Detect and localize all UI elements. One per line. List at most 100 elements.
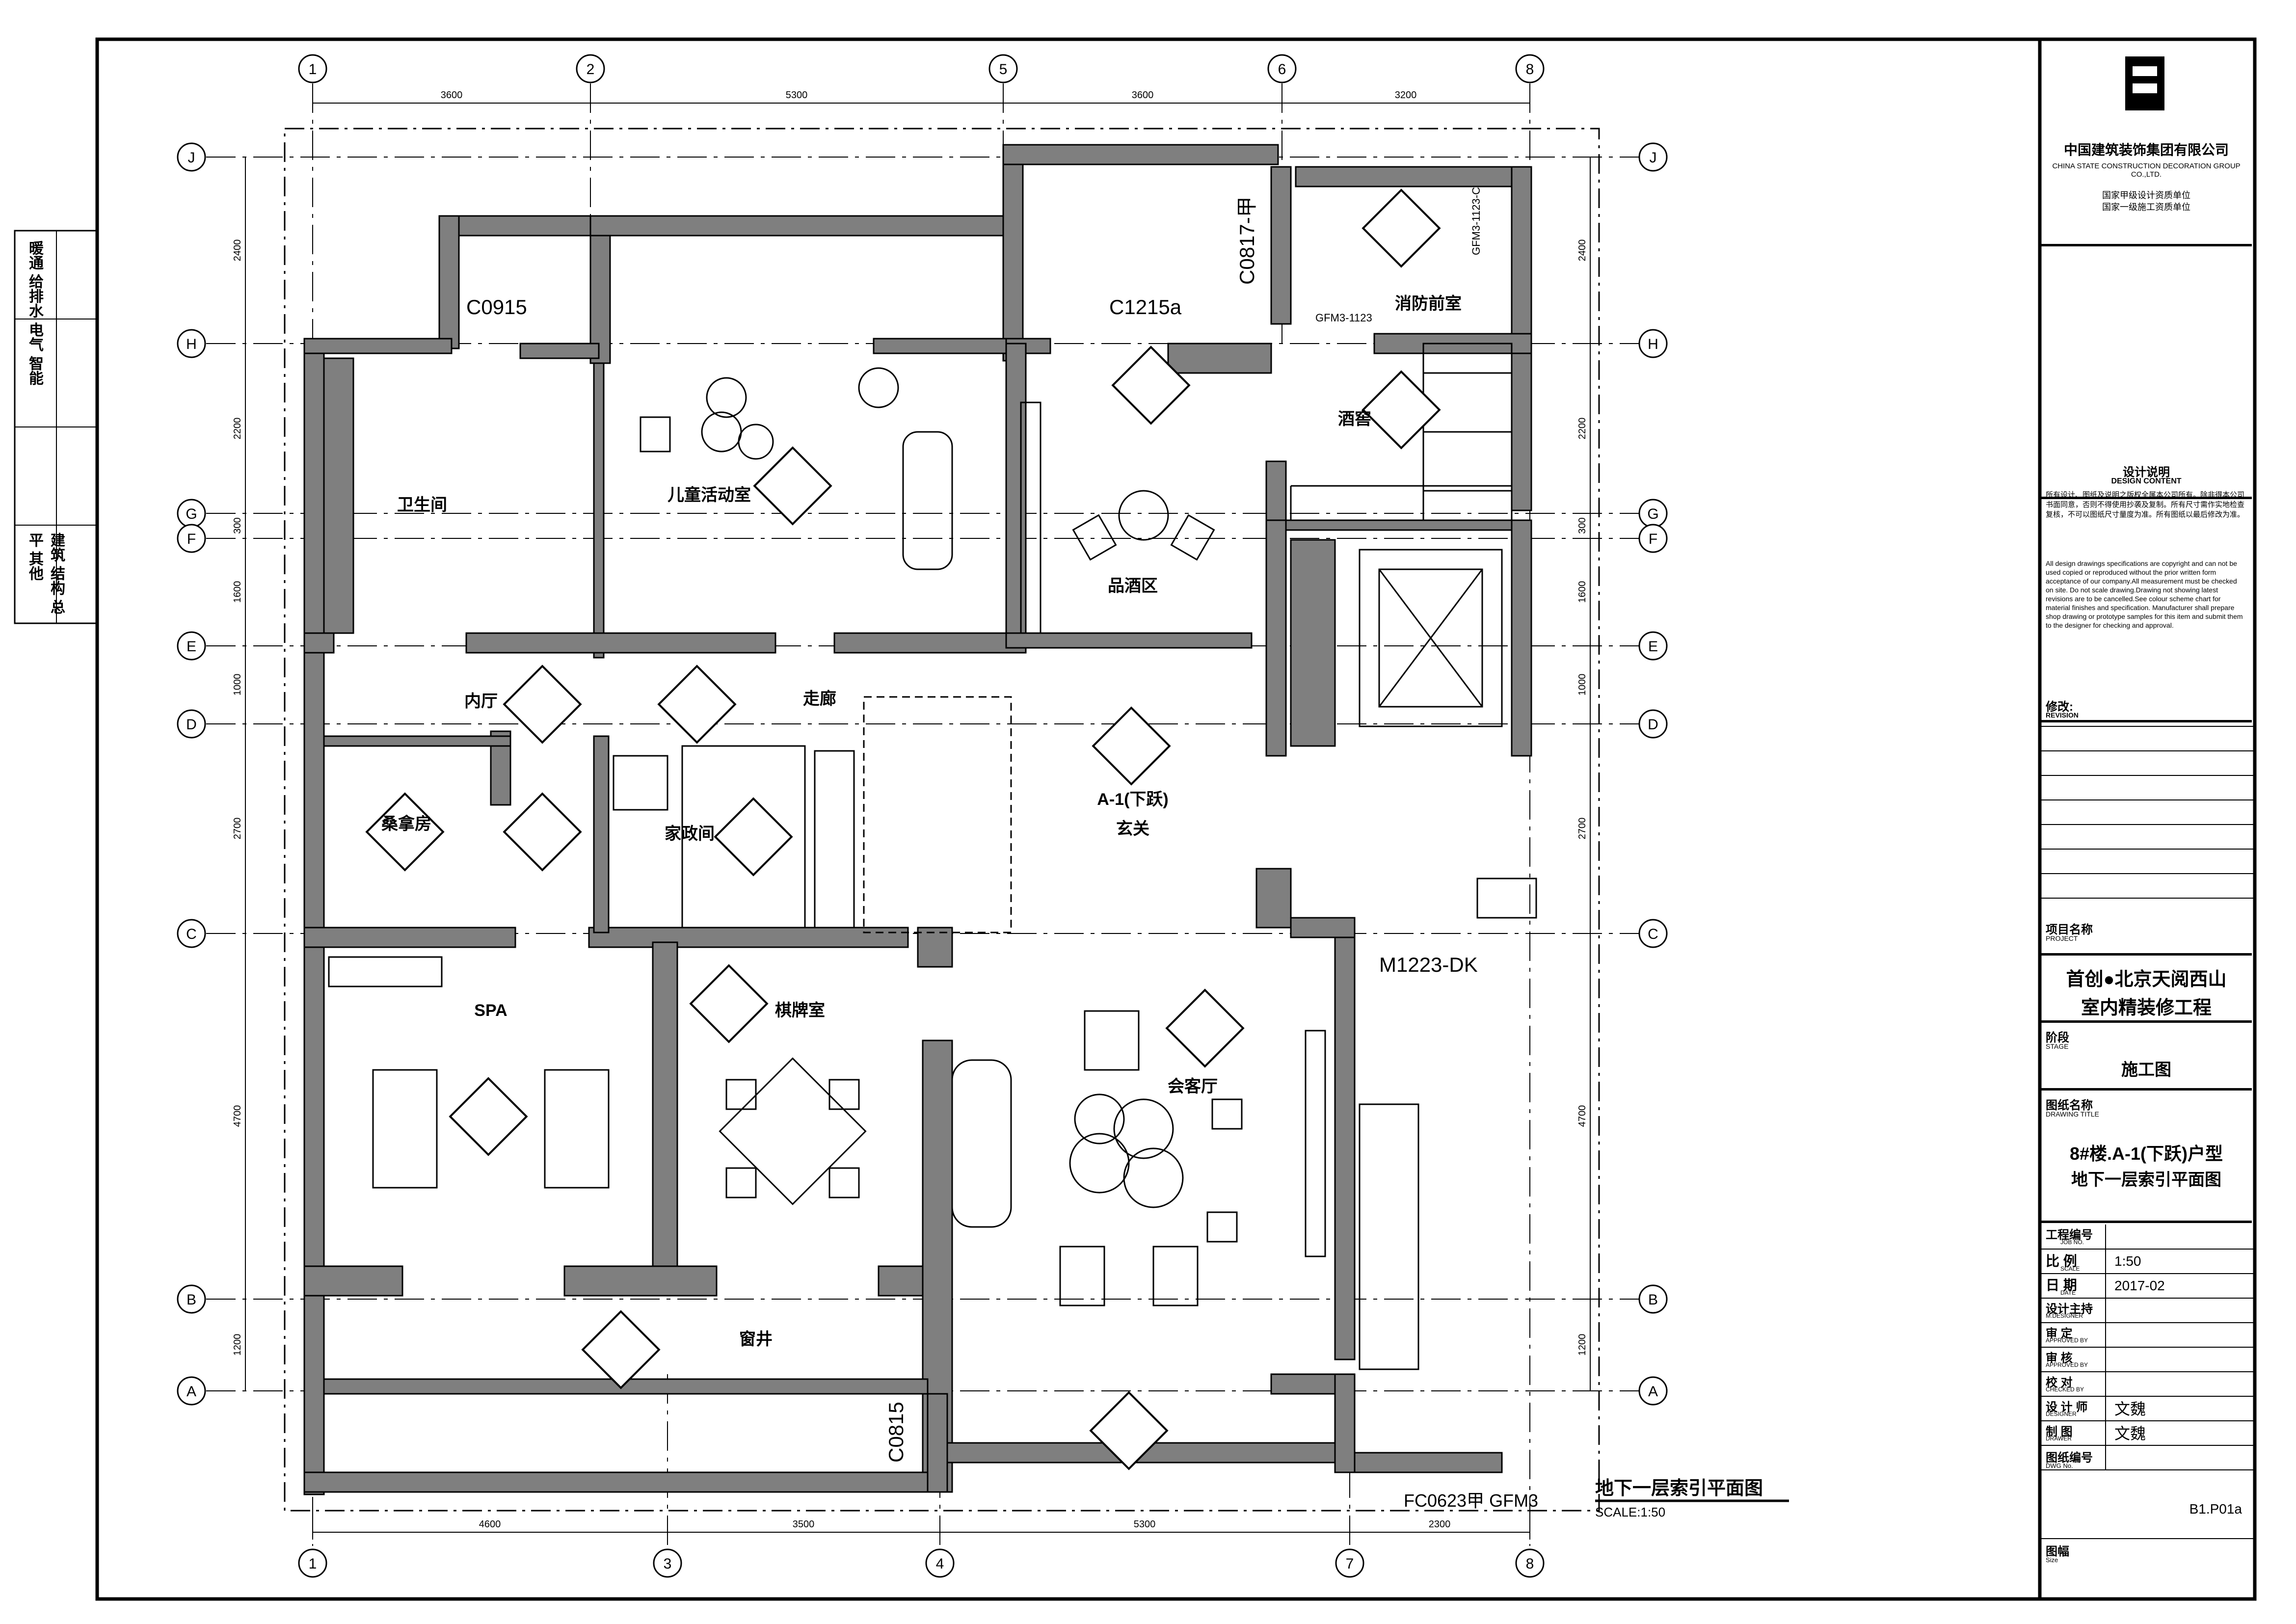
approved2-en: APPROVED BY bbox=[2046, 1361, 2088, 1368]
dim-left-8: 1200 bbox=[232, 1334, 243, 1356]
dwg-title-en: DRAWING TITLE bbox=[2046, 1110, 2099, 1118]
date-cn: 日 期 bbox=[2046, 1278, 2077, 1293]
furniture bbox=[328, 367, 1537, 1370]
tag-c0817: C0817-甲 bbox=[1235, 196, 1258, 285]
stage-cn: 阶段 bbox=[2046, 1031, 2069, 1044]
left-strip-top: 暖通 给排水 电气 智能 bbox=[27, 240, 43, 386]
sep-6 bbox=[2041, 1023, 2252, 1091]
grid-row-left-g: G bbox=[186, 506, 197, 522]
sep-5 bbox=[2041, 956, 2252, 1023]
grid-col-top-1: 1 bbox=[309, 61, 317, 78]
approved-cn: 审 定 bbox=[2046, 1327, 2073, 1340]
project-en: PROJECT bbox=[2046, 934, 2078, 942]
design-content-cn: 设计说明 bbox=[2123, 466, 2170, 479]
grid-col-bot-1: 1 bbox=[309, 1556, 317, 1572]
scale-value: 1:50 bbox=[2114, 1253, 2141, 1269]
design-text-cn: 所有设计、图纸及说明之版权全属本公司所有。除非得本公司书面同意，否则不得使用抄袭… bbox=[2046, 491, 2245, 519]
drawer-en: DRAWER bbox=[2046, 1435, 2072, 1442]
dim-bottom-4: 2300 bbox=[1429, 1519, 1451, 1530]
grid-row-right-b: B bbox=[1648, 1292, 1658, 1308]
tag-c0815: C0815 bbox=[884, 1402, 908, 1463]
index-symbols bbox=[365, 188, 1441, 1470]
date-value: 2017-02 bbox=[2114, 1278, 2165, 1293]
room-labels: 卫生间 儿童活动室 品酒区 消防前室 酒窖 内厅 走廊 桑拿房 家政间 A-1(… bbox=[381, 294, 1462, 1349]
left-strip-bottom: 建筑 结构 总平 其他 bbox=[27, 532, 64, 614]
grid-row-right-g: G bbox=[1647, 506, 1658, 522]
drawing-title: 地下一层索引平面图 bbox=[1595, 1478, 1763, 1499]
designer2-cn: 设 计 师 bbox=[2046, 1401, 2088, 1414]
grid-row-left-f: F bbox=[187, 531, 196, 547]
room-cellar: 酒窖 bbox=[1338, 410, 1371, 428]
dim-right-6: 2700 bbox=[1577, 818, 1588, 840]
grid-col-top-2: 2 bbox=[587, 61, 595, 78]
room-inner-hall: 内厅 bbox=[464, 692, 498, 711]
upper-level-outline bbox=[284, 128, 1600, 1512]
project-name-2: 室内精装修工程 bbox=[2081, 998, 2212, 1018]
designer2-en: DESIGNER bbox=[2046, 1411, 2077, 1417]
grid-col-top-5: 8 bbox=[1526, 61, 1534, 78]
grid-col-bot-2: 3 bbox=[664, 1556, 672, 1572]
dim-left-3: 300 bbox=[232, 517, 243, 533]
grid-row-left-h: H bbox=[186, 336, 197, 352]
size-cn: 图幅 bbox=[2046, 1545, 2069, 1558]
revision-en: REVISION bbox=[2046, 711, 2079, 719]
revision-lines bbox=[2040, 726, 2255, 899]
dim-left-4: 1600 bbox=[232, 581, 243, 603]
tag-c1215a: C1215a bbox=[1109, 295, 1182, 319]
tag-c0915: C0915 bbox=[466, 295, 527, 319]
sep-3 bbox=[2041, 499, 2252, 722]
grid-row-left-j: J bbox=[188, 150, 195, 166]
dim-top-4: 3200 bbox=[1395, 90, 1417, 101]
grid-col-top-4: 6 bbox=[1278, 61, 1286, 78]
dim-right-5: 1000 bbox=[1577, 674, 1588, 696]
room-laundry: 家政间 bbox=[665, 825, 715, 843]
room-bathroom: 卫生间 bbox=[397, 496, 447, 514]
dwgno-en: DWG No. bbox=[2046, 1462, 2073, 1469]
room-living: 会客厅 bbox=[1168, 1077, 1218, 1096]
scale-cn: 比 例 bbox=[2046, 1253, 2077, 1269]
opening-tags: C0915 C1215a C0817-甲 GFM3-1123 GFM3-1123… bbox=[466, 187, 1538, 1511]
room-kids: 儿童活动室 bbox=[667, 485, 751, 505]
approved-en: APPROVED BY bbox=[2046, 1337, 2088, 1344]
design-content-en: DESIGN CONTENT bbox=[2111, 477, 2182, 485]
grid-row-right-c: C bbox=[1648, 926, 1658, 942]
dim-bottom-2: 3500 bbox=[793, 1519, 815, 1530]
approved2-cn: 审 核 bbox=[2046, 1352, 2073, 1365]
dim-bottom-1: 4600 bbox=[479, 1519, 501, 1530]
grid-row-right-h: H bbox=[1648, 336, 1658, 352]
dim-bottom-3: 5300 bbox=[1134, 1519, 1156, 1530]
drawer-cn: 制 图 bbox=[2046, 1425, 2073, 1438]
designer2-signature: 文魏 bbox=[2114, 1400, 2146, 1418]
design-text-en: All design drawings specifications are c… bbox=[2046, 559, 2243, 629]
company-name-en: CHINA STATE CONSTRUCTION DECORATION GROU… bbox=[2052, 162, 2241, 179]
dwg-title-2: 地下一层索引平面图 bbox=[2071, 1171, 2221, 1189]
room-wine-area: 品酒区 bbox=[1108, 577, 1158, 595]
dim-left-2: 2200 bbox=[232, 418, 243, 440]
grid-bubbles bbox=[177, 54, 1668, 1578]
dim-top-1: 3600 bbox=[441, 90, 463, 101]
dwg-title-cn: 图纸名称 bbox=[2046, 1099, 2093, 1112]
job-cn: 工程编号 bbox=[2046, 1228, 2093, 1242]
sep-2 bbox=[2041, 246, 2252, 499]
grid-row-left-b: B bbox=[187, 1292, 196, 1308]
grid-col-top-3: 5 bbox=[999, 61, 1008, 78]
qualification-1: 国家甲级设计资质单位 bbox=[2102, 190, 2190, 200]
grid-row-right-d: D bbox=[1648, 717, 1658, 733]
revision-cn: 修改: bbox=[2046, 700, 2073, 714]
room-window-well: 窗井 bbox=[739, 1330, 773, 1349]
designer-en: M.DESIGNER bbox=[2046, 1312, 2083, 1319]
walls bbox=[303, 144, 1532, 1495]
grid-row-right-j: J bbox=[1650, 150, 1657, 166]
grid-row-left-d: D bbox=[186, 717, 197, 733]
drawing-scale: SCALE:1:50 bbox=[1595, 1505, 1665, 1519]
dim-right-7: 4700 bbox=[1577, 1105, 1588, 1127]
info-table-lines bbox=[2040, 1225, 2255, 1539]
sheet-border bbox=[95, 37, 2257, 1601]
grid-col-bot-4: 7 bbox=[1346, 1556, 1354, 1572]
elevator-shaft bbox=[1290, 343, 1513, 727]
dim-left-1: 2400 bbox=[232, 240, 243, 262]
designer-cn: 设计主持 bbox=[2046, 1303, 2093, 1316]
date-en: DATE bbox=[2060, 1289, 2076, 1296]
room-fire: 消防前室 bbox=[1395, 294, 1462, 313]
